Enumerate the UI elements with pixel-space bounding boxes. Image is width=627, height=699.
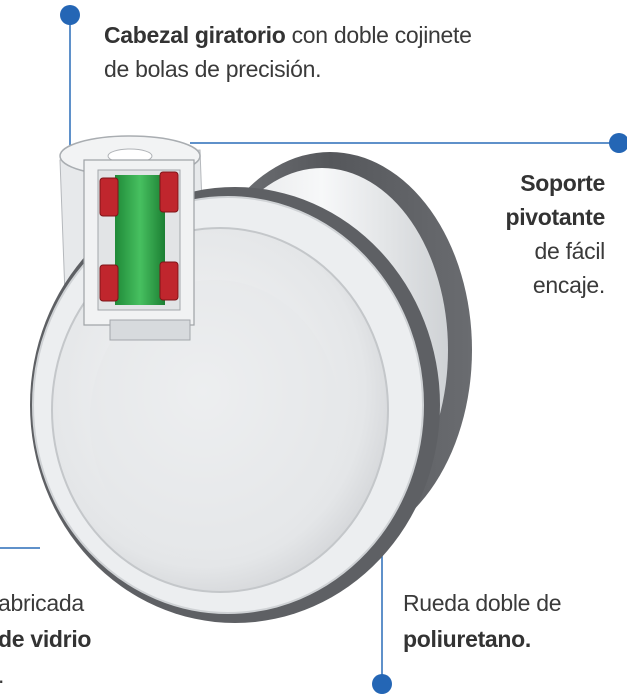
- bearing-upper-left: [99, 177, 119, 217]
- dot-bottom: [372, 674, 392, 694]
- callout-pivot-support: Soporte pivotante de fácil encaje.: [405, 166, 605, 302]
- callout-left-line2: de vidrio: [0, 626, 92, 652]
- callout-top-bold: Cabezal giratorio: [104, 22, 286, 48]
- callout-glass-fiber: abricada de vidrio .: [0, 585, 178, 693]
- dot-right: [609, 133, 627, 153]
- callout-top-rest: con doble cojinete: [285, 22, 472, 48]
- callout-right-line1: Soporte: [520, 170, 605, 196]
- leader-lines: [0, 18, 618, 686]
- callout-bottom-line1: Rueda doble de: [403, 590, 562, 616]
- callout-left-line1: abricada: [0, 590, 84, 616]
- shaft: [115, 175, 165, 305]
- bearing-lower-right: [159, 261, 179, 301]
- callout-swivel-head: Cabezal giratorio con doble cojinete de …: [104, 18, 524, 86]
- callout-right-line4: encaje.: [532, 272, 605, 298]
- callout-right-line3: de fácil: [534, 238, 606, 264]
- callout-top-line2: de bolas de precisión.: [104, 56, 322, 82]
- bearing-cutaway: [83, 159, 195, 341]
- callout-bottom-line2: poliuretano.: [403, 626, 532, 652]
- callout-polyurethane-wheel: Rueda doble de poliuretano.: [403, 585, 603, 657]
- callout-right-line2: pivotante: [505, 204, 605, 230]
- callout-dots: [60, 5, 627, 694]
- bearing-lower-left: [99, 264, 119, 302]
- bearing-upper-right: [159, 171, 179, 213]
- callout-left-line3: .: [0, 657, 178, 693]
- dot-top: [60, 5, 80, 25]
